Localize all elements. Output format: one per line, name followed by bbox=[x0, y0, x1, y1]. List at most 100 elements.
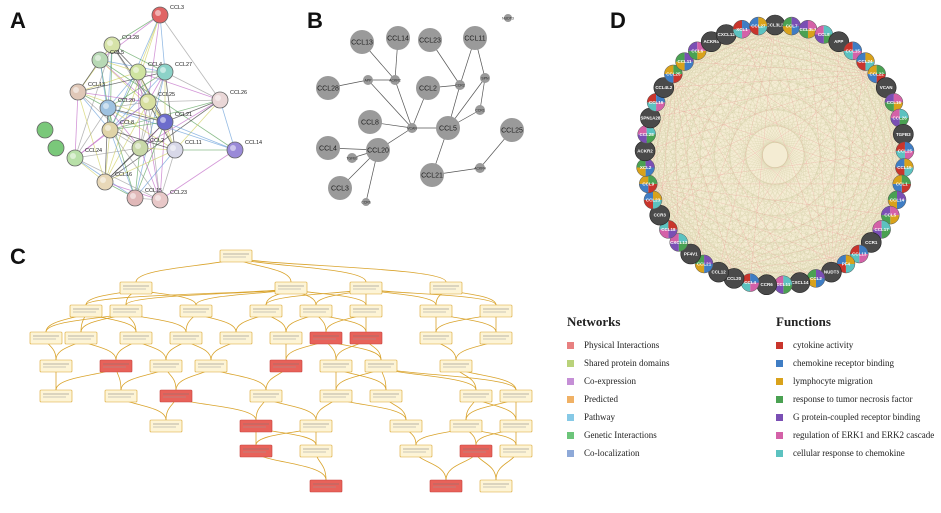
genemania-edges bbox=[644, 24, 906, 285]
node-label: CCL23 bbox=[170, 190, 187, 196]
hub-node: CCL11 bbox=[463, 26, 487, 50]
edge bbox=[164, 99, 221, 123]
edge bbox=[159, 121, 166, 201]
go-term bbox=[169, 331, 203, 345]
go-term bbox=[299, 419, 333, 433]
edge bbox=[704, 150, 906, 265]
node-label: CCL8 bbox=[361, 120, 379, 127]
edge bbox=[644, 150, 817, 279]
edge bbox=[673, 73, 735, 279]
edge bbox=[783, 102, 895, 285]
edge bbox=[655, 102, 767, 285]
node-label: CCR3 bbox=[654, 213, 667, 218]
string-node: CCL24 bbox=[66, 148, 102, 167]
go-term-enriched bbox=[239, 444, 273, 458]
edge bbox=[137, 71, 141, 149]
node-label: CCL26 bbox=[892, 116, 907, 121]
edge bbox=[838, 41, 860, 255]
edge bbox=[663, 87, 691, 255]
string-node bbox=[47, 139, 65, 157]
legend-swatch bbox=[567, 341, 574, 349]
edge bbox=[684, 61, 719, 273]
string-node: CCL13 bbox=[69, 82, 105, 101]
edge bbox=[704, 242, 872, 265]
edge bbox=[690, 167, 905, 255]
node-label: CCL28 bbox=[122, 35, 139, 41]
node-label: CCL2 bbox=[419, 86, 437, 93]
edge bbox=[646, 134, 767, 285]
edge bbox=[741, 29, 894, 103]
edge bbox=[644, 150, 751, 283]
go-term bbox=[349, 281, 383, 295]
genemania-node: CCL13 bbox=[850, 244, 869, 264]
legend-swatch bbox=[776, 395, 783, 403]
edge bbox=[697, 50, 866, 62]
functions-legend-title: Functions bbox=[776, 314, 831, 329]
hub-node: CCL2 bbox=[416, 76, 440, 100]
go-term-enriched bbox=[429, 479, 463, 493]
edge bbox=[750, 134, 904, 283]
edge bbox=[684, 61, 751, 283]
string-node: CCL4 bbox=[129, 62, 162, 81]
go-term bbox=[269, 331, 303, 345]
node-label: CCR1 bbox=[475, 109, 485, 113]
node-label: CCL28 bbox=[317, 86, 339, 93]
node-label: CCL14 bbox=[890, 197, 905, 202]
go-term bbox=[219, 249, 253, 263]
string-node bbox=[36, 121, 54, 139]
hub-node: CCL5 bbox=[436, 116, 460, 140]
hub-node: CCL28 bbox=[316, 76, 340, 100]
edge bbox=[741, 29, 877, 75]
edge bbox=[645, 29, 809, 168]
legend-label: cytokine activity bbox=[793, 340, 854, 350]
edge bbox=[807, 29, 882, 230]
edge bbox=[823, 34, 872, 243]
genemania-node: CXCL14 bbox=[789, 272, 811, 293]
edge bbox=[159, 149, 236, 201]
genemania-node: CCL12 bbox=[708, 261, 729, 283]
edge bbox=[648, 183, 872, 243]
legend-item: cytokine activity bbox=[776, 336, 941, 354]
edge bbox=[831, 117, 900, 273]
edge bbox=[650, 73, 877, 119]
genemania-node: CCL27 bbox=[749, 16, 768, 36]
edge bbox=[697, 50, 705, 264]
hub-node: CCL21 bbox=[420, 163, 444, 187]
edge bbox=[650, 117, 817, 279]
go-term bbox=[389, 419, 423, 433]
node-label: CCL21 bbox=[175, 112, 192, 118]
node-label: CCL8 bbox=[120, 120, 134, 126]
panel-a-letter: A bbox=[10, 8, 26, 33]
edge bbox=[678, 26, 759, 243]
edge bbox=[646, 41, 839, 135]
edge bbox=[663, 87, 719, 273]
go-term bbox=[499, 389, 533, 403]
edge bbox=[815, 50, 853, 279]
node-label: CCL4 bbox=[744, 280, 756, 285]
edge bbox=[697, 50, 905, 151]
legend-swatch bbox=[567, 359, 574, 367]
edge bbox=[741, 29, 898, 200]
legend-swatch bbox=[776, 431, 783, 439]
node-label: CCL9 bbox=[642, 181, 654, 186]
edge bbox=[799, 61, 866, 283]
node-label: PF4 bbox=[842, 261, 851, 266]
edge bbox=[646, 87, 887, 135]
go-term bbox=[249, 304, 283, 318]
go-term bbox=[109, 304, 143, 318]
node-label: CCL11 bbox=[776, 282, 791, 287]
node-label: APP bbox=[364, 79, 372, 83]
genemania-node: CCL7 bbox=[782, 16, 801, 36]
functions-legend: Functions cytokine activity chemokine rec… bbox=[776, 314, 941, 462]
edge bbox=[645, 167, 832, 273]
genemania-node: ACKR2 bbox=[634, 140, 656, 162]
legend-label: chemokine receptor binding bbox=[793, 358, 894, 368]
go-term bbox=[194, 359, 228, 373]
edge bbox=[733, 117, 900, 279]
edge bbox=[766, 183, 902, 285]
networks-legend-title: Networks bbox=[567, 314, 621, 329]
edge bbox=[646, 117, 900, 135]
string-node: CCL16 bbox=[96, 172, 132, 191]
genemania-node: CCL25 bbox=[895, 141, 915, 161]
edge bbox=[235, 255, 447, 283]
